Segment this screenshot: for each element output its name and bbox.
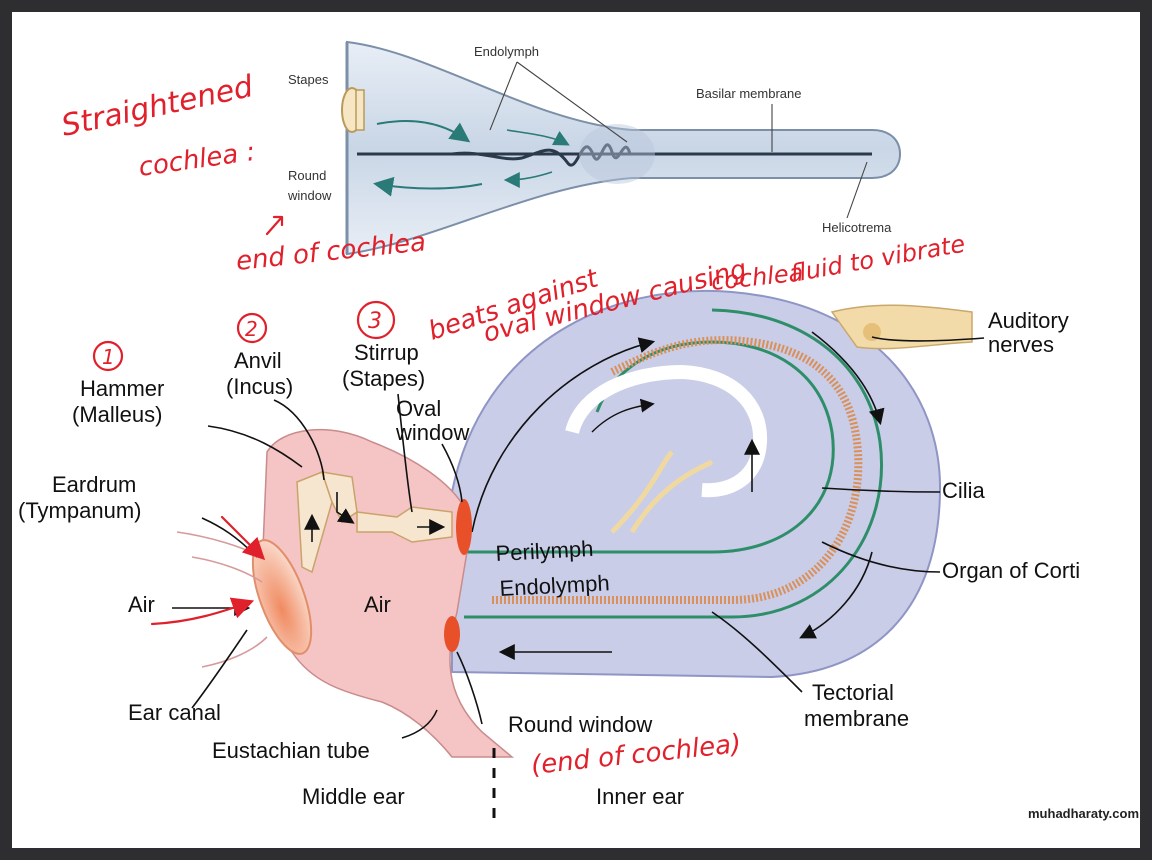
round-window-shape (444, 616, 460, 652)
wave-shape (451, 143, 632, 167)
note-end-of-cochlea: end of cochlea (235, 227, 428, 277)
spiral-green (464, 340, 835, 554)
stirrup-bone (356, 506, 453, 543)
label-helicotrema: Helicotrema (822, 220, 892, 235)
main-labels: Anvil (Incus) Stirrup (Stapes) Hammer (M… (18, 308, 1080, 828)
label-anvil: Anvil (234, 348, 282, 373)
oval-window-shape (456, 499, 472, 555)
label-incus: (Incus) (226, 374, 293, 399)
label-oval-window-2: window (395, 420, 469, 445)
straightened-cochlea: Endolymph Stapes Basilar membrane Round … (287, 40, 902, 256)
label-inner-ear: Inner ear (596, 784, 684, 809)
label-air-left: Air (128, 592, 155, 617)
note-straightened: Straightened (58, 69, 257, 144)
label-endolymph: Endolymph (499, 570, 610, 601)
label-endolymph-top: Endolymph (474, 44, 539, 59)
label-eardrum: Eardrum (52, 472, 136, 497)
label-oval-window-1: Oval (396, 396, 441, 421)
label-membrane: membrane (804, 706, 909, 731)
note-fluid-to-vibrate: fluid to vibrate (788, 230, 967, 288)
note-circle-1 (92, 340, 124, 372)
note-number-3: 3 (368, 309, 382, 334)
note-number-2: 2 (245, 317, 258, 341)
ear-diagram: Endolymph Stapes Basilar membrane Round … (18, 40, 1139, 828)
middle-ear (176, 428, 515, 758)
label-stapes-top: Stapes (288, 72, 329, 87)
label-round-window: Round window (508, 712, 652, 737)
note-arrow-1 (265, 215, 284, 236)
label-round-window-top-2: window (287, 188, 332, 203)
label-eustachian-tube: Eustachian tube (212, 738, 370, 763)
label-ear-canal: Ear canal (128, 700, 221, 725)
note-circle-3 (356, 300, 396, 340)
note-arrow-air (150, 597, 255, 626)
label-basilar-membrane: Basilar membrane (696, 86, 802, 101)
diagram-canvas: Endolymph Stapes Basilar membrane Round … (12, 12, 1140, 848)
label-auditory: Auditory (988, 308, 1069, 333)
note-circle-2 (236, 312, 268, 344)
watermark: muhadharaty.com (1028, 806, 1139, 821)
cochlea-outer (451, 290, 942, 679)
label-nerves: nerves (988, 332, 1054, 357)
label-tectorial: Tectorial (812, 680, 894, 705)
cochlea-spiral (451, 290, 942, 679)
label-hammer: Hammer (80, 376, 164, 401)
label-stirrup: Stirrup (354, 340, 419, 365)
label-tympanum: (Tympanum) (18, 498, 141, 523)
note-number-1: 1 (102, 345, 115, 369)
label-middle-ear: Middle ear (302, 784, 405, 809)
label-perilymph: Perilymph (495, 536, 594, 566)
label-stapes: (Stapes) (342, 366, 425, 391)
label-malleus: (Malleus) (72, 402, 162, 427)
label-cilia: Cilia (942, 478, 986, 503)
note-arrow-eardrum (220, 515, 266, 561)
note-cochlea: cochlea : (137, 137, 257, 183)
label-organ-of-corti: Organ of Corti (942, 558, 1080, 583)
label-round-window-top-1: Round (288, 168, 326, 183)
label-air-middle: Air (364, 592, 391, 617)
auditory-nerves (830, 304, 973, 350)
